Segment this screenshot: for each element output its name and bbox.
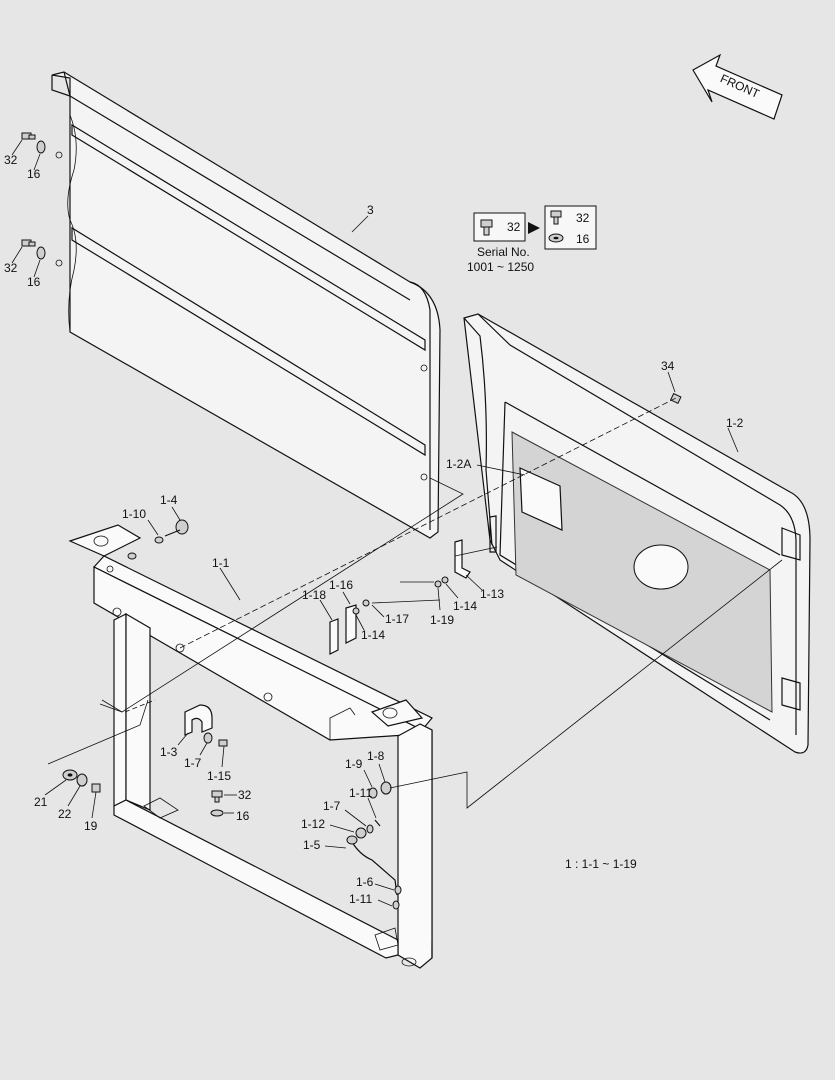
serial-label: Serial No. bbox=[477, 245, 530, 259]
callout-1-7: 1-7 bbox=[184, 756, 202, 770]
arrow-right-icon bbox=[528, 222, 540, 234]
callout-34: 34 bbox=[661, 359, 675, 373]
callout-1-11: 1-11 bbox=[349, 892, 372, 906]
rear-panel bbox=[463, 313, 811, 754]
callout-1-14: 1-14 bbox=[361, 628, 385, 642]
callout-1-15: 1-15 bbox=[207, 769, 231, 783]
callout-1-1: 1-1 bbox=[212, 556, 230, 570]
callout-16: 16 bbox=[236, 809, 250, 823]
callout-22: 22 bbox=[58, 807, 72, 821]
washer-icon bbox=[203, 732, 213, 744]
callout-19: 19 bbox=[84, 819, 98, 833]
bolt-icon bbox=[21, 132, 36, 140]
callout-1-6: 1-6 bbox=[356, 875, 374, 889]
main-frame bbox=[68, 524, 433, 969]
callout-1-18: 1-18 bbox=[302, 588, 326, 602]
bolt-icon bbox=[434, 576, 449, 588]
callout-1-13: 1-13 bbox=[480, 587, 504, 601]
callout-32: 32 bbox=[238, 788, 252, 802]
leader-lines bbox=[47, 397, 783, 809]
callout-1-7: 1-7 bbox=[323, 799, 341, 813]
washer-icon bbox=[127, 536, 164, 560]
callout-16: 16 bbox=[27, 167, 41, 181]
callout-1-10: 1-10 bbox=[122, 507, 146, 521]
callout-1-12: 1-12 bbox=[301, 817, 325, 831]
callout-1-4: 1-4 bbox=[160, 493, 178, 507]
callout-32: 32 bbox=[4, 261, 18, 275]
bolt-icon bbox=[21, 239, 36, 247]
washer-icon bbox=[548, 233, 564, 243]
washer-icon bbox=[76, 773, 88, 787]
washer-icon bbox=[62, 769, 78, 781]
callout-1-17: 1-17 bbox=[385, 612, 409, 626]
callout-1-5: 1-5 bbox=[303, 838, 321, 852]
callout-1-2a: 1-2A bbox=[446, 457, 471, 471]
front-arrow-icon: FRONT bbox=[692, 53, 783, 120]
callout-1-19: 1-19 bbox=[430, 613, 454, 627]
bolt-icon bbox=[670, 392, 682, 404]
bolt-icon bbox=[91, 783, 101, 793]
callout-1-9: 1-9 bbox=[345, 757, 363, 771]
bolt-icon bbox=[218, 739, 228, 747]
serial-number-inset: 32 32 16 Serial No. 1001 ~ 1250 bbox=[467, 205, 597, 274]
callout-3: 3 bbox=[367, 203, 374, 217]
flange-bolt-icon bbox=[480, 219, 493, 236]
callout-1-3: 1-3 bbox=[160, 745, 178, 759]
serial-old-part-label: 32 bbox=[507, 220, 521, 234]
callout-21: 21 bbox=[34, 795, 48, 809]
bolt-icon bbox=[352, 599, 370, 615]
callout-32: 32 bbox=[4, 153, 18, 167]
callout-1-2: 1-2 bbox=[726, 416, 744, 430]
bolt-icon bbox=[550, 210, 562, 225]
serial-range: 1001 ~ 1250 bbox=[467, 260, 534, 274]
washer-icon bbox=[36, 140, 46, 154]
hook-bracket-icon bbox=[184, 704, 213, 736]
range-note: 1 : 1-1 ~ 1-19 bbox=[565, 857, 637, 871]
callout-1-16: 1-16 bbox=[329, 578, 353, 592]
inspection-hole bbox=[633, 544, 689, 590]
bracket-icon bbox=[454, 539, 471, 579]
callout-16: 16 bbox=[27, 275, 41, 289]
washer-icon bbox=[368, 781, 392, 799]
bolt-icon bbox=[211, 790, 223, 803]
serial-new-part-washer-label: 16 bbox=[576, 232, 590, 246]
bracket-icon bbox=[329, 604, 357, 655]
callout-1-8: 1-8 bbox=[367, 749, 385, 763]
rod-assembly-icon bbox=[346, 819, 402, 910]
washer-icon bbox=[36, 246, 46, 260]
callout-1-11: 1-11 bbox=[349, 786, 372, 800]
upper-cover-panel bbox=[51, 71, 441, 539]
knob-bolt-icon bbox=[164, 519, 189, 537]
washer-icon bbox=[210, 809, 224, 817]
serial-new-part-bolt-label: 32 bbox=[576, 211, 590, 225]
callout-1-14: 1-14 bbox=[453, 599, 477, 613]
